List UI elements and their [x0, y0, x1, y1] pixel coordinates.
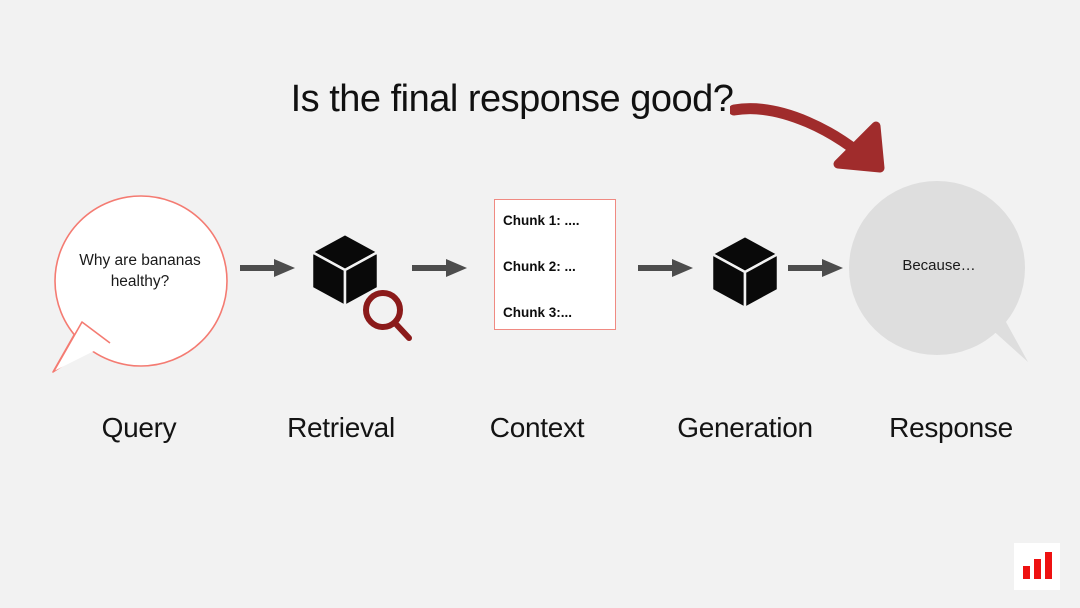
logo-bar-2 — [1033, 559, 1041, 579]
query-bubble-text: Why are bananas healthy? — [55, 250, 225, 292]
query-line-2: healthy? — [110, 273, 170, 290]
logo-bar-1 — [1022, 566, 1030, 579]
stage-label-generation: Generation — [677, 412, 813, 443]
arrow-generation-to-response-icon — [788, 257, 844, 279]
arrow-retrieval-to-context-icon — [412, 257, 468, 279]
curved-red-arrow-icon — [728, 88, 910, 188]
query-speech-bubble-icon — [52, 193, 232, 378]
page-title: Is the final response good? — [290, 78, 734, 120]
logo-bar-3 — [1044, 552, 1052, 579]
cube-icon-retrieval — [310, 232, 380, 308]
chunk-item-1: Chunk 1: .... — [503, 213, 580, 228]
stage-label-retrieval: Retrieval — [287, 412, 395, 443]
stage-label-query: Query — [101, 412, 177, 443]
bar-chart-logo — [1014, 543, 1060, 590]
stage-label-context: Context — [489, 412, 585, 443]
stage-label-response: Response — [889, 412, 1013, 443]
response-speech-bubble-icon — [848, 180, 1033, 365]
cube-icon-generation — [710, 234, 780, 310]
arrow-query-to-retrieval-icon — [240, 257, 296, 279]
chunk-item-2: Chunk 2: ... — [503, 259, 576, 274]
context-chunks-box: Chunk 1: .... Chunk 2: ... Chunk 3:... — [494, 199, 616, 330]
arrow-context-to-generation-icon — [638, 257, 694, 279]
chunk-item-3: Chunk 3:... — [503, 305, 573, 320]
search-icon — [357, 286, 417, 344]
response-bubble-text: Because… — [902, 257, 976, 274]
query-line-1: Why are bananas — [79, 252, 201, 269]
